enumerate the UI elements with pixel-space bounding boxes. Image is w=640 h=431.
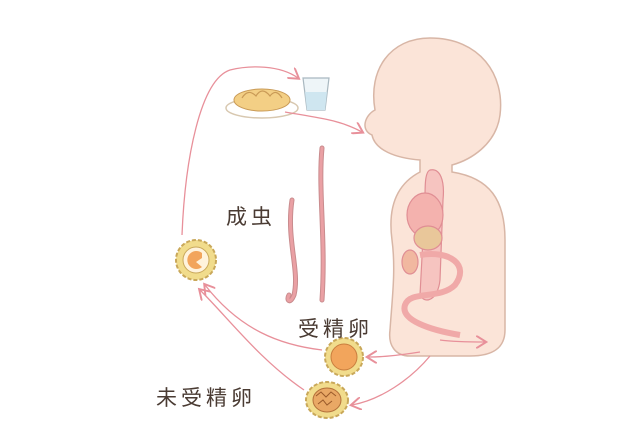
digestive-organs [401, 169, 464, 338]
lifecycle-arrows [181, 66, 485, 405]
arrow-food-to-mouth [284, 111, 362, 132]
label-fertilized-egg: 受精卵 [298, 317, 373, 341]
unfertilized-egg [305, 381, 349, 419]
fertilized-egg [324, 337, 364, 377]
arrow-fertilized-to-embryonated [205, 285, 323, 351]
arrow-intestine-out [439, 340, 485, 342]
embryonated-egg [175, 239, 217, 281]
label-adult-worm: 成虫 [226, 205, 276, 229]
arrow-egg-to-food [181, 66, 298, 236]
arrow-to-unfertilized-egg [352, 355, 431, 405]
water-glass [302, 77, 330, 111]
arrow-unfertilized-to-embryonated [200, 290, 305, 391]
adult-worms [285, 145, 326, 304]
human-body [364, 37, 506, 357]
food-plate [225, 88, 299, 119]
label-unfertilized-egg: 未受精卵 [156, 386, 256, 410]
arrow-to-fertilized-egg [368, 352, 421, 357]
